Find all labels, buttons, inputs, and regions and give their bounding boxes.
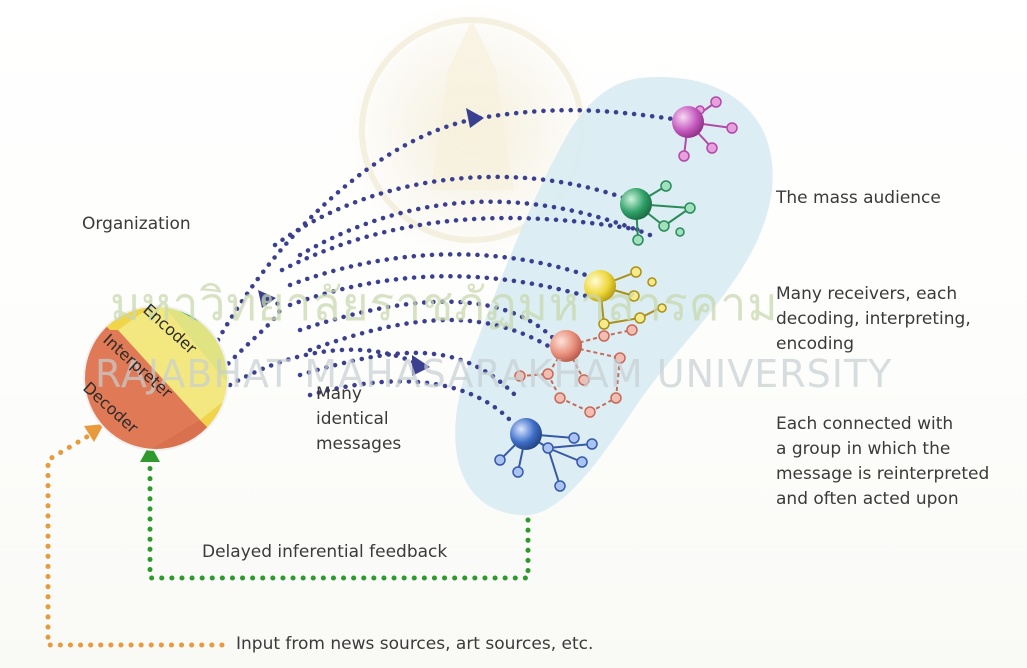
arrowhead-top — [466, 108, 484, 128]
message-path-4 — [297, 199, 653, 258]
many-receivers-line-1: Many receivers, each — [776, 284, 958, 304]
message-path-7 — [297, 299, 563, 348]
input-arrowhead — [84, 424, 104, 442]
audience-area — [455, 76, 773, 516]
feedback-label: Delayed inferential feedback — [202, 542, 448, 562]
message-path-6 — [287, 274, 603, 308]
each-connected-line-3: message is reinterpreted — [776, 464, 990, 484]
feedback-arrowhead — [140, 444, 160, 462]
many-receivers-line-3: encoding — [776, 334, 855, 354]
receiver-green — [620, 180, 696, 246]
message-path-3 — [279, 215, 643, 273]
receiver-salmon — [514, 324, 638, 418]
each-connected-line-2: a group in which the — [776, 439, 951, 459]
message-path-9 — [297, 350, 518, 398]
message-arrowheads — [258, 108, 484, 376]
identical-messages-line-1: Many — [316, 384, 362, 404]
message-path-1b — [477, 107, 683, 123]
each-connected-line-4: and often acted upon — [776, 489, 959, 509]
message-path-10 — [307, 379, 513, 423]
many-receivers-line-2: decoding, interpreting, — [776, 309, 971, 329]
arrowhead-mid — [412, 355, 430, 376]
message-path-12 — [227, 347, 423, 388]
receiver-yellow — [584, 266, 667, 330]
each-connected-label: Each connected with a group in which the… — [776, 412, 989, 512]
many-receivers-label: Many receivers, each decoding, interpret… — [776, 282, 971, 357]
watermark-english: RAJABHAT MAHASARAKHAM UNIVERSITY — [95, 352, 893, 396]
input-label: Input from news sources, art sources, et… — [236, 634, 594, 654]
input-path — [45, 432, 225, 648]
mass-audience-label: The mass audience — [776, 188, 941, 208]
message-path-5 — [287, 252, 603, 288]
identical-messages-line-3: messages — [316, 434, 402, 454]
message-path-11 — [219, 297, 283, 373]
identical-messages-label: Many identical messages — [316, 382, 401, 457]
each-connected-line-1: Each connected with — [776, 414, 954, 434]
identical-messages-line-2: identical — [316, 409, 389, 429]
message-path-8 — [307, 317, 558, 353]
message-path-2 — [272, 174, 633, 248]
organization-label: Organization — [82, 214, 191, 234]
receiver-blue — [494, 418, 598, 492]
arrowhead-left — [258, 290, 276, 308]
watermark-thai: มหาวิทยาลัยราชภัฏมหาสารคาม — [110, 277, 779, 331]
feedback-path — [147, 457, 531, 581]
receiver-magenta — [672, 96, 738, 162]
message-paths — [215, 107, 683, 423]
